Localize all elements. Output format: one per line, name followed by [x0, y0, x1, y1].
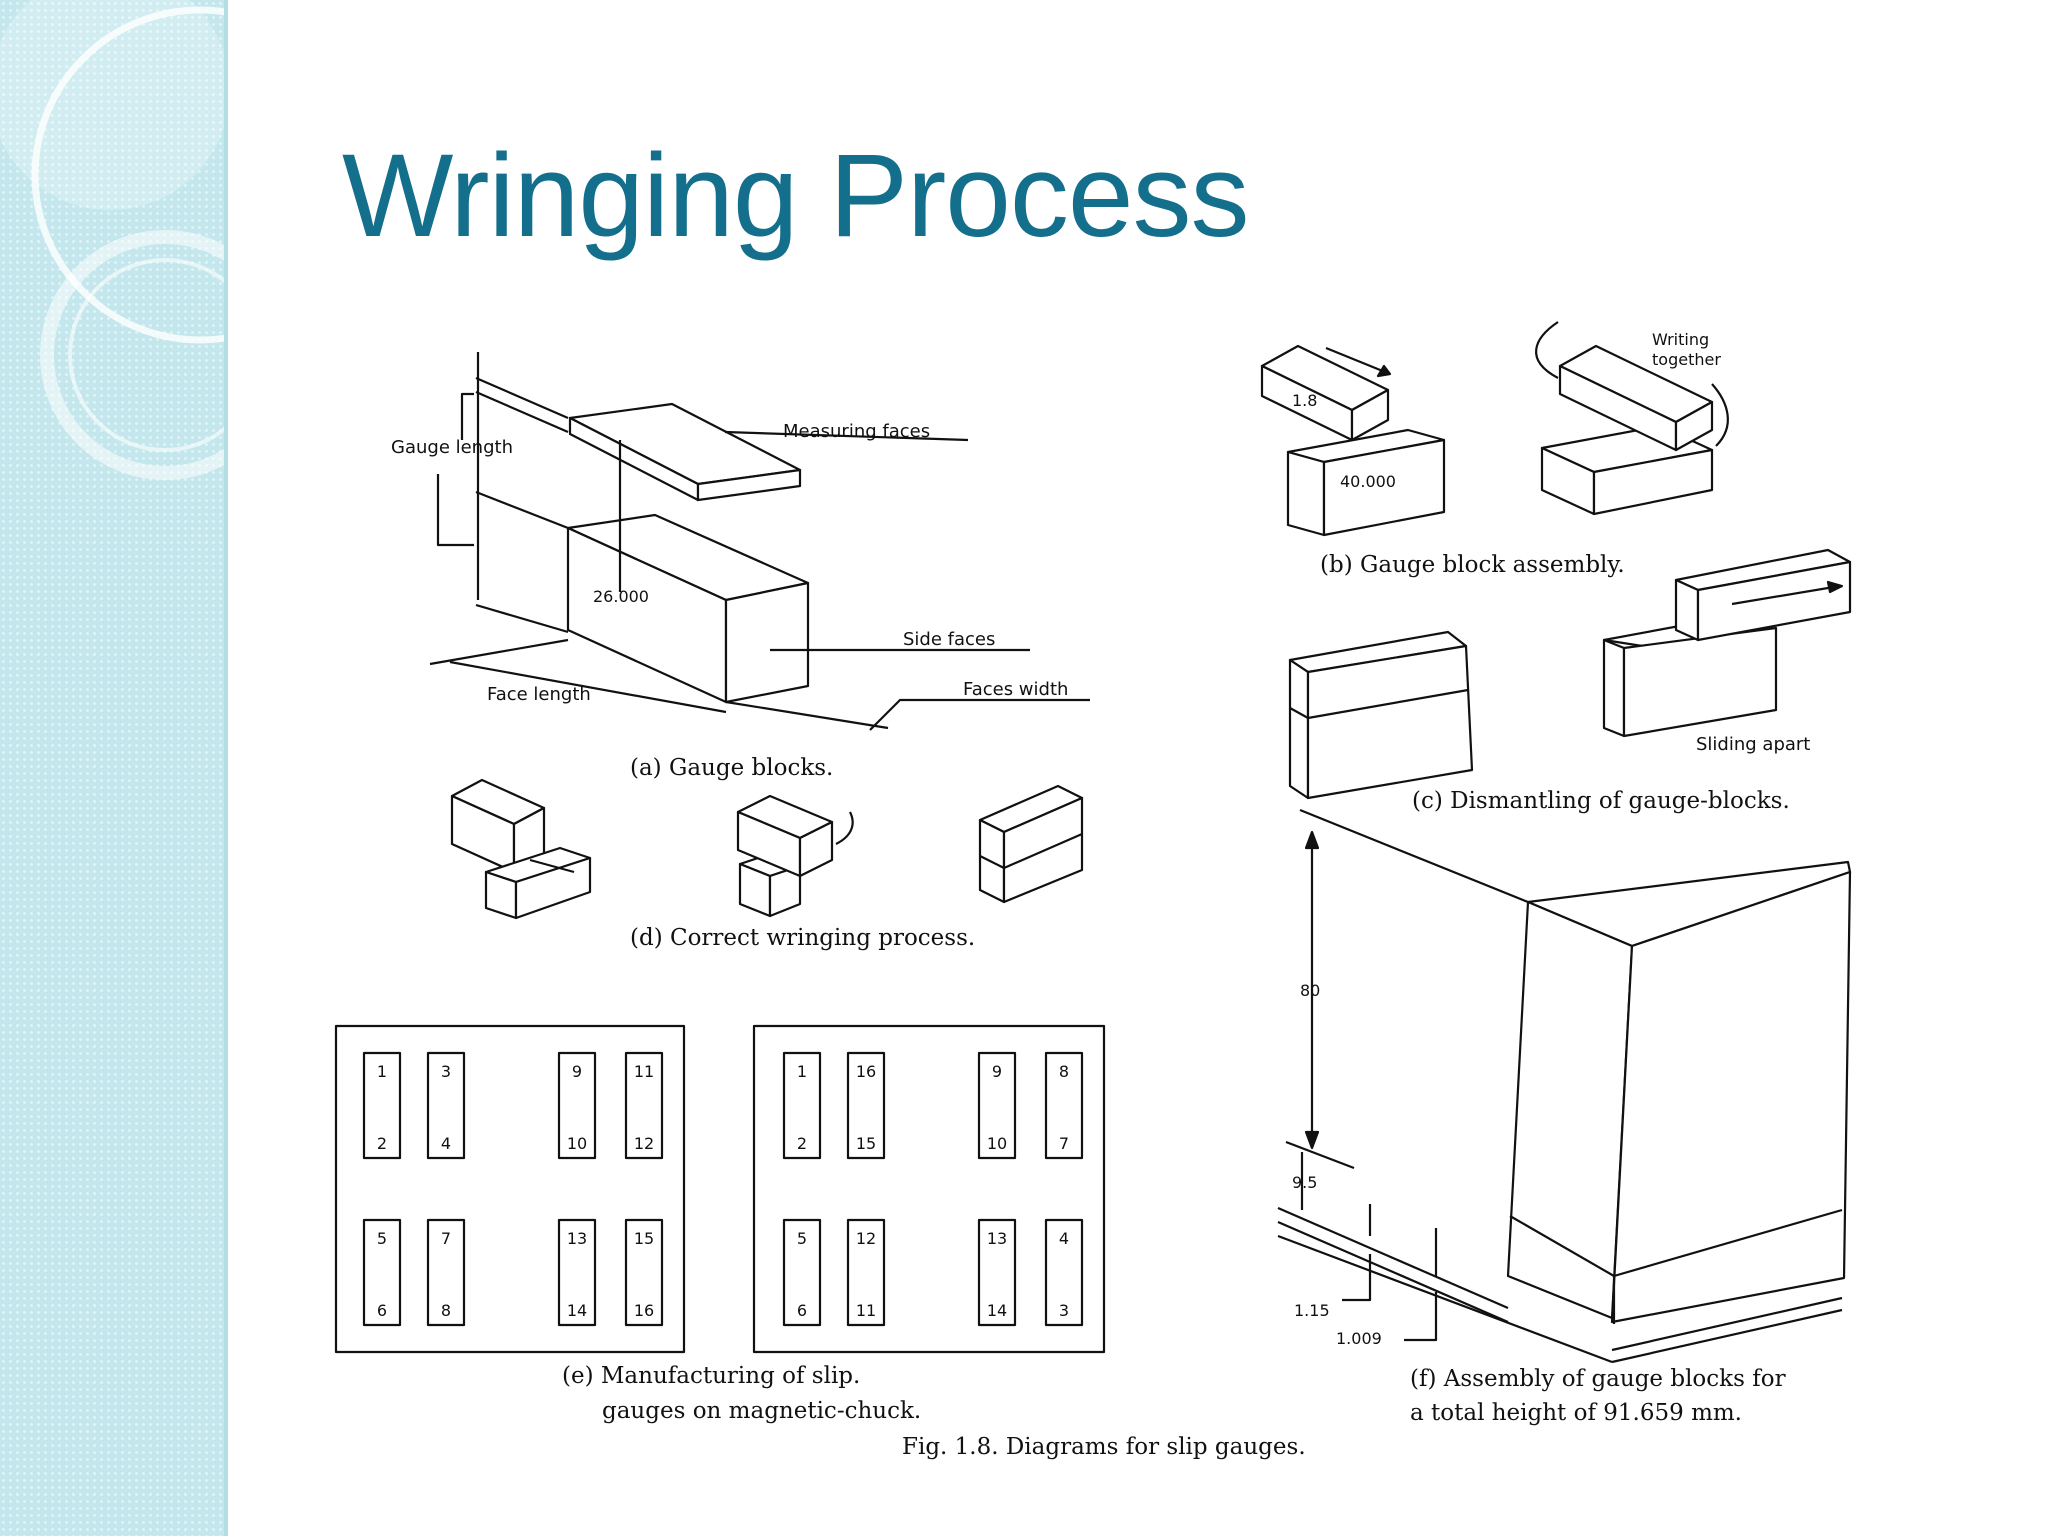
gauge-number: 14 [987, 1301, 1007, 1320]
gauge-number: 4 [1059, 1229, 1069, 1248]
gauge-number: 3 [441, 1062, 451, 1081]
caption-a: (a) Gauge blocks. [630, 755, 833, 781]
faces-width-label: Faces width [963, 679, 1068, 700]
writing-together-label-1: Writing [1652, 330, 1709, 349]
gauge-number: 5 [797, 1229, 807, 1248]
slide-title: Wringing Process [342, 130, 1250, 262]
decorative-rings [0, 0, 228, 480]
gauge-number: 10 [987, 1134, 1007, 1153]
gauge-number: 13 [567, 1229, 587, 1248]
large-block-label: 40.000 [1340, 472, 1396, 491]
gauge-number: 12 [856, 1229, 876, 1248]
gauge-length-label: Gauge length [391, 437, 513, 458]
gauge-number: 4 [441, 1134, 451, 1153]
block-value-label: 26.000 [593, 587, 649, 606]
sidebar-decoration [0, 0, 228, 1536]
slip-gauge-strip [557, 1218, 597, 1327]
slip-gauge-strip [624, 1051, 664, 1160]
caption-d: (d) Correct wringing process. [630, 925, 975, 951]
gauge-number: 9 [572, 1062, 582, 1081]
panel-c-dismantling: Sliding apart (c) Dismantling of gauge-b… [1288, 548, 1852, 814]
gauge-number: 16 [634, 1301, 654, 1320]
caption-f-line1: (f) Assembly of gauge blocks for [1410, 1366, 1786, 1392]
panel-b-gauge-block-assembly: 1.8 40.000 Writing together (b) Gauge bl… [1260, 321, 1729, 578]
slip-gauge-strip [426, 1218, 466, 1327]
gauge-number: 11 [856, 1301, 876, 1320]
big-block-side [724, 581, 810, 704]
panel-d-correct-wringing: (d) Correct wringing process. [450, 778, 1084, 951]
gauge-number: 7 [441, 1229, 451, 1248]
side-faces-label: Side faces [903, 629, 995, 650]
chuck-right [752, 1024, 1106, 1354]
slip-gauge-strip [426, 1051, 466, 1160]
gauge-number: 2 [377, 1134, 387, 1153]
gauge-number: 15 [634, 1229, 654, 1248]
slip-gauge-strip [1044, 1051, 1084, 1160]
gauge-number: 16 [856, 1062, 876, 1081]
gauge-number: 3 [1059, 1301, 1069, 1320]
slip-gauge-strip [782, 1051, 822, 1160]
dim-9-5-label: 9.5 [1292, 1173, 1317, 1192]
slip-gauge-strip [977, 1218, 1017, 1327]
slip-gauge-strip [977, 1051, 1017, 1160]
gauge-number: 15 [856, 1134, 876, 1153]
slip-gauge-strip [846, 1051, 886, 1160]
caption-e-line2: gauges on magnetic-chuck. [602, 1398, 921, 1424]
slip-gauge-strip [362, 1218, 402, 1327]
small-block-label: 1.8 [1292, 391, 1317, 410]
gauge-number: 10 [567, 1134, 587, 1153]
caption-e-line1: (e) Manufacturing of slip. [562, 1363, 860, 1389]
slip-gauge-strip [624, 1218, 664, 1327]
gauge-number: 8 [1059, 1062, 1069, 1081]
gauge-number: 5 [377, 1229, 387, 1248]
chuck-left [334, 1024, 686, 1354]
panel-a-gauge-blocks: Gauge length Measuring faces 26.000 Side… [391, 352, 1090, 781]
slip-gauge-strip [1044, 1218, 1084, 1327]
gauge-number: 11 [634, 1062, 654, 1081]
slip-gauge-strip [362, 1051, 402, 1160]
gauge-number: 2 [797, 1134, 807, 1153]
dim-80-label: 80 [1300, 981, 1320, 1000]
caption-f-line2: a total height of 91.659 mm. [1410, 1400, 1742, 1426]
caption-b: (b) Gauge block assembly. [1320, 552, 1625, 578]
figure-caption: Fig. 1.8. Diagrams for slip gauges. [902, 1434, 1306, 1460]
slip-gauge-strip [846, 1218, 886, 1327]
slip-gauge-strip [782, 1218, 822, 1327]
gauge-number: 14 [567, 1301, 587, 1320]
panel-f-assembly: 80 9.5 1.15 1.009 (f) Assembly of gauge … [1277, 808, 1852, 1426]
gauge-number: 7 [1059, 1134, 1069, 1153]
writing-together-label-2: together [1652, 350, 1721, 369]
slip-gauge-strip [557, 1051, 597, 1160]
gauge-number: 1 [377, 1062, 387, 1081]
sliding-apart-label: Sliding apart [1696, 734, 1810, 755]
face-length-label: Face length [487, 684, 591, 705]
gauge-number: 9 [992, 1062, 1002, 1081]
gauge-number: 13 [987, 1229, 1007, 1248]
gauge-number: 6 [797, 1301, 807, 1320]
gauge-number: 1 [797, 1062, 807, 1081]
dim-1-15-label: 1.15 [1294, 1301, 1330, 1320]
caption-c: (c) Dismantling of gauge-blocks. [1412, 788, 1790, 814]
sidebar-edge [224, 0, 228, 1536]
dim-1-009-label: 1.009 [1336, 1329, 1382, 1348]
thin-block-side [696, 468, 802, 502]
gauge-number: 8 [441, 1301, 451, 1320]
gauge-number: 12 [634, 1134, 654, 1153]
gauge-number: 6 [377, 1301, 387, 1320]
measuring-faces-label: Measuring faces [783, 421, 930, 442]
